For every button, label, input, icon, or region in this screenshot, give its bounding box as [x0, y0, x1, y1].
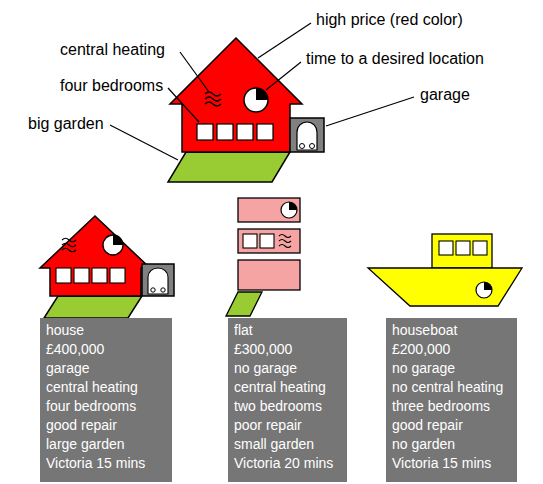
- card-line: £300,000: [234, 340, 341, 359]
- card-line: houseboat: [392, 321, 511, 340]
- heating-symbol: [62, 238, 76, 252]
- flat: [226, 198, 300, 316]
- leader-line: [258, 23, 311, 58]
- flat-floor: [238, 229, 300, 253]
- boat-hull: [368, 268, 522, 306]
- card-line: small garden: [234, 435, 341, 454]
- heating-symbol: [205, 92, 221, 106]
- window: [243, 234, 257, 248]
- card-line: large garden: [46, 435, 166, 454]
- listing-card: flat£300,000no garagecentral heatingtwo …: [228, 318, 347, 482]
- card-line: poor repair: [234, 416, 341, 435]
- card-line: three bedrooms: [392, 397, 511, 416]
- clock-symbol: [476, 282, 492, 298]
- window: [473, 241, 487, 255]
- card-line: no central heating: [392, 378, 511, 397]
- callout-label: four bedrooms: [60, 76, 163, 96]
- window: [197, 124, 213, 140]
- garden: [44, 296, 142, 318]
- big-house: [168, 38, 324, 182]
- callout-label: time to a desired location: [306, 49, 484, 69]
- clock-wedge: [484, 282, 492, 290]
- window: [237, 124, 253, 140]
- window: [456, 241, 470, 255]
- card-line: no garden: [392, 435, 511, 454]
- heating-symbol: [279, 235, 291, 248]
- garage-door: [148, 268, 168, 294]
- card-line: central heating: [234, 378, 341, 397]
- card-line: house: [46, 321, 166, 340]
- card-line: good repair: [46, 416, 166, 435]
- card-line: two bedrooms: [234, 397, 341, 416]
- listing-card: houseboat£200,000no garageno central hea…: [386, 318, 517, 482]
- car-light: [161, 288, 165, 292]
- boat-cabin: [432, 234, 492, 268]
- window: [260, 234, 274, 248]
- garden: [168, 152, 290, 182]
- card-line: Victoria 15 mins: [46, 454, 166, 473]
- flat-floor: [238, 260, 300, 290]
- card-line: flat: [234, 321, 341, 340]
- car-light: [151, 288, 155, 292]
- card-line: no garage: [392, 359, 511, 378]
- card-line: good repair: [392, 416, 511, 435]
- car-light: [310, 144, 315, 149]
- card-line: £400,000: [46, 340, 166, 359]
- house-shape: [40, 216, 150, 296]
- leader-line: [110, 125, 178, 160]
- callout-label: high price (red color): [316, 10, 463, 30]
- garage-shape: [142, 264, 174, 296]
- card-line: central heating: [46, 378, 166, 397]
- clock-symbol: [244, 88, 268, 112]
- clock-wedge: [289, 202, 297, 210]
- window: [217, 124, 233, 140]
- window: [56, 268, 71, 283]
- clock-wedge: [113, 235, 123, 245]
- car-light: [300, 144, 305, 149]
- card-line: garage: [46, 359, 166, 378]
- leader-line: [180, 52, 209, 92]
- card-line: Victoria 15 mins: [392, 454, 511, 473]
- garage-door: [297, 122, 317, 150]
- card-line: £200,000: [392, 340, 511, 359]
- callout-label: big garden: [28, 114, 104, 134]
- window: [92, 268, 107, 283]
- clock-symbol: [103, 235, 123, 255]
- clock-symbol: [281, 202, 297, 218]
- houseboat: [368, 234, 522, 306]
- window: [74, 268, 89, 283]
- leader-line: [168, 88, 199, 122]
- leader-line: [266, 62, 301, 90]
- window: [439, 241, 453, 255]
- garden: [226, 292, 262, 316]
- small-house: [40, 216, 174, 318]
- garage-shape: [290, 118, 324, 152]
- leader-line: [326, 97, 414, 126]
- card-line: no garage: [234, 359, 341, 378]
- window: [257, 124, 273, 140]
- callout-label: central heating: [60, 40, 165, 60]
- house-shape: [170, 38, 302, 152]
- callout-label: garage: [420, 85, 470, 105]
- window: [110, 268, 125, 283]
- flat-floor: [238, 198, 300, 222]
- listing-card: house£400,000garagecentral heatingfour b…: [40, 318, 172, 482]
- card-line: four bedrooms: [46, 397, 166, 416]
- card-line: Victoria 20 mins: [234, 454, 341, 473]
